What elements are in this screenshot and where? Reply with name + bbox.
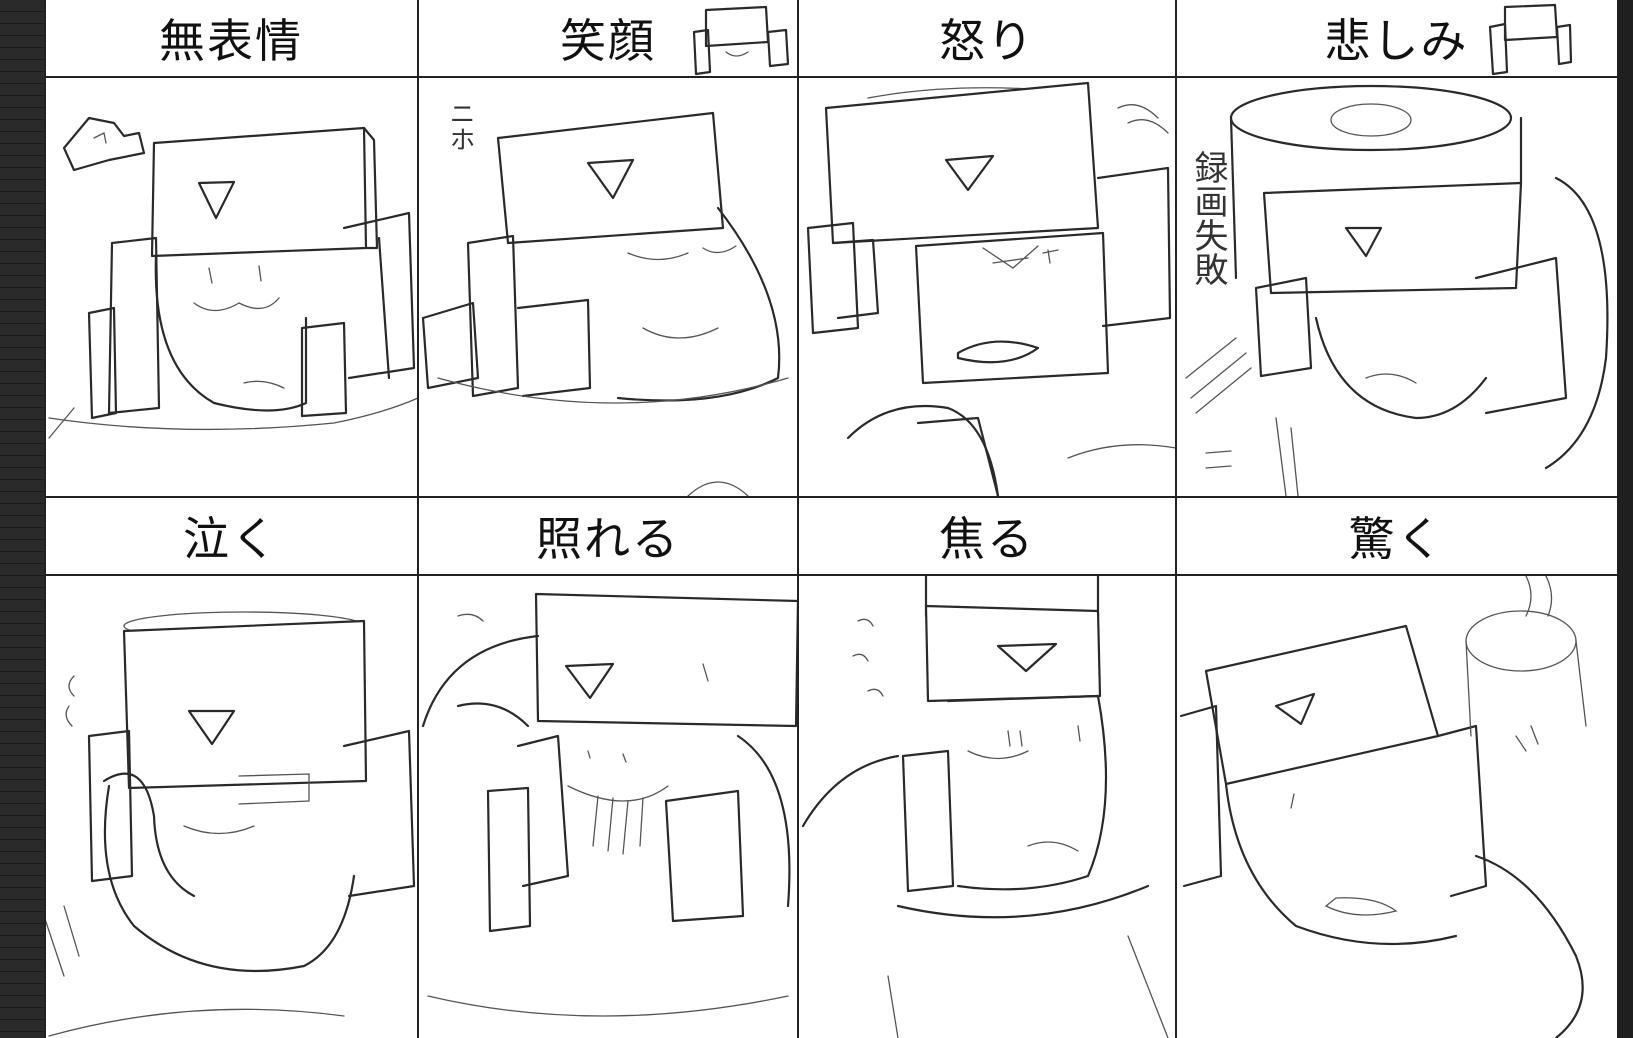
thumbnail-sketch xyxy=(1488,3,1573,76)
panel-label: 怒り xyxy=(939,14,1035,68)
panel-label: 驚く xyxy=(1348,512,1445,566)
surprised-sketch xyxy=(1179,576,1587,1038)
smile-sketch xyxy=(421,111,789,496)
flustered-sketch xyxy=(801,576,1169,1038)
grid-line xyxy=(44,0,46,1038)
panel-anger: 怒り xyxy=(798,0,1176,496)
grid-line xyxy=(417,0,419,1038)
panel-surprised: 驚く xyxy=(1176,498,1617,1038)
panel-label: 悲しみ xyxy=(1324,14,1469,68)
panel-label-box: 無表情 xyxy=(44,0,418,78)
panel-neutral: 無表情 xyxy=(44,0,418,496)
panel-smile: 笑顔 ニホ xyxy=(418,0,798,496)
side-note: 録画失敗 xyxy=(1188,150,1228,286)
panel-sadness: 悲しみ 録画失敗 xyxy=(1176,0,1617,496)
panel-grid: 無表情 xyxy=(44,0,1617,1038)
panel-label-box: 焦る xyxy=(798,498,1176,576)
embarrassed-sketch xyxy=(421,592,798,1017)
panel-label: 照れる xyxy=(536,512,680,566)
panel-label-box: 泣く xyxy=(44,498,418,576)
panel-label-box: 悲しみ xyxy=(1176,0,1617,78)
grid-line xyxy=(44,496,1617,498)
grid-line xyxy=(797,0,799,1038)
panel-crying: 泣く xyxy=(44,498,418,1038)
anger-sketch xyxy=(806,81,1176,496)
right-scroll-strip[interactable] xyxy=(1617,0,1633,1038)
panel-label: 笑顔 xyxy=(560,14,656,68)
thumbnail-sketch xyxy=(692,5,790,76)
grid-line xyxy=(1175,0,1177,1038)
panel-label-box: 怒り xyxy=(798,0,1176,78)
sadness-sketch xyxy=(1185,84,1609,496)
panel-label: 無表情 xyxy=(159,14,303,68)
panel-label-box: 驚く xyxy=(1176,498,1617,576)
panel-label-box: 笑顔 xyxy=(418,0,798,78)
panel-label: 焦る xyxy=(939,512,1035,566)
panel-label-box: 照れる xyxy=(418,498,798,576)
side-note: ニホ xyxy=(445,100,475,152)
panel-embarrassed: 照れる xyxy=(418,498,798,1038)
crying-sketch xyxy=(44,611,416,1037)
expression-sheet: 無表情 xyxy=(44,0,1617,1038)
left-ruler-strip xyxy=(0,0,44,1038)
panel-label: 泣く xyxy=(183,512,279,566)
neutral-sketch xyxy=(48,116,418,439)
panel-flustered: 焦る xyxy=(798,498,1176,1038)
